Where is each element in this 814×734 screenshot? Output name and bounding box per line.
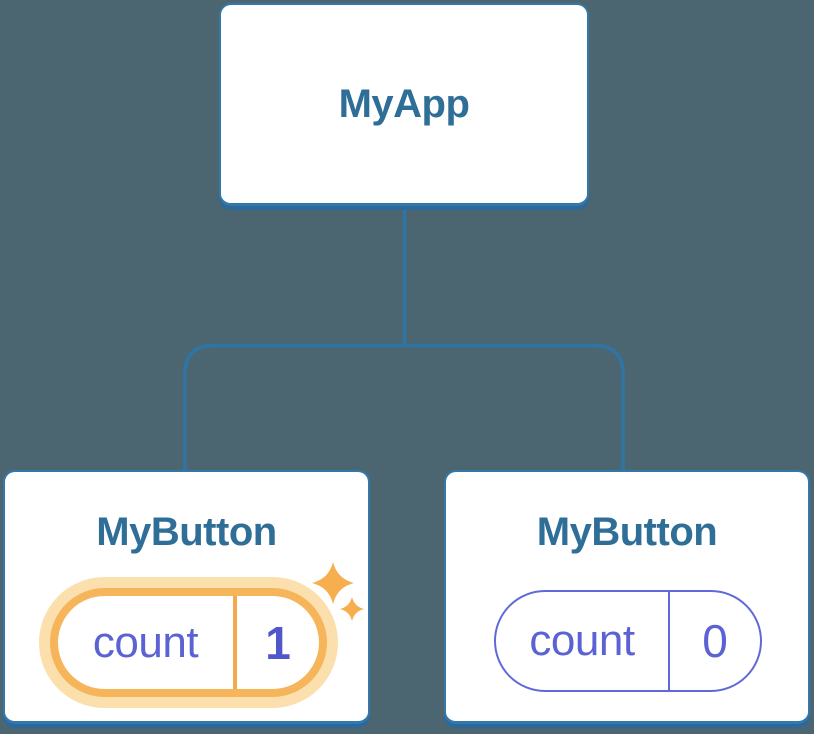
button-node-normal: MyButton count 0	[444, 470, 810, 724]
state-pill-highlighted: count 1	[50, 588, 327, 697]
app-node: MyApp	[219, 3, 589, 206]
state-pill: count 0	[494, 590, 762, 692]
state-name: count	[92, 617, 199, 667]
state-name: count	[529, 616, 635, 665]
state-value: 1	[265, 616, 291, 669]
button-node-highlighted: MyButton count 1	[3, 470, 370, 724]
state-value: 0	[702, 615, 728, 667]
state-divider	[233, 596, 237, 689]
button-node-label: MyButton	[536, 510, 718, 554]
button-node-label: MyButton	[96, 510, 277, 554]
app-node-label: MyApp	[338, 81, 470, 126]
state-divider	[668, 592, 670, 690]
